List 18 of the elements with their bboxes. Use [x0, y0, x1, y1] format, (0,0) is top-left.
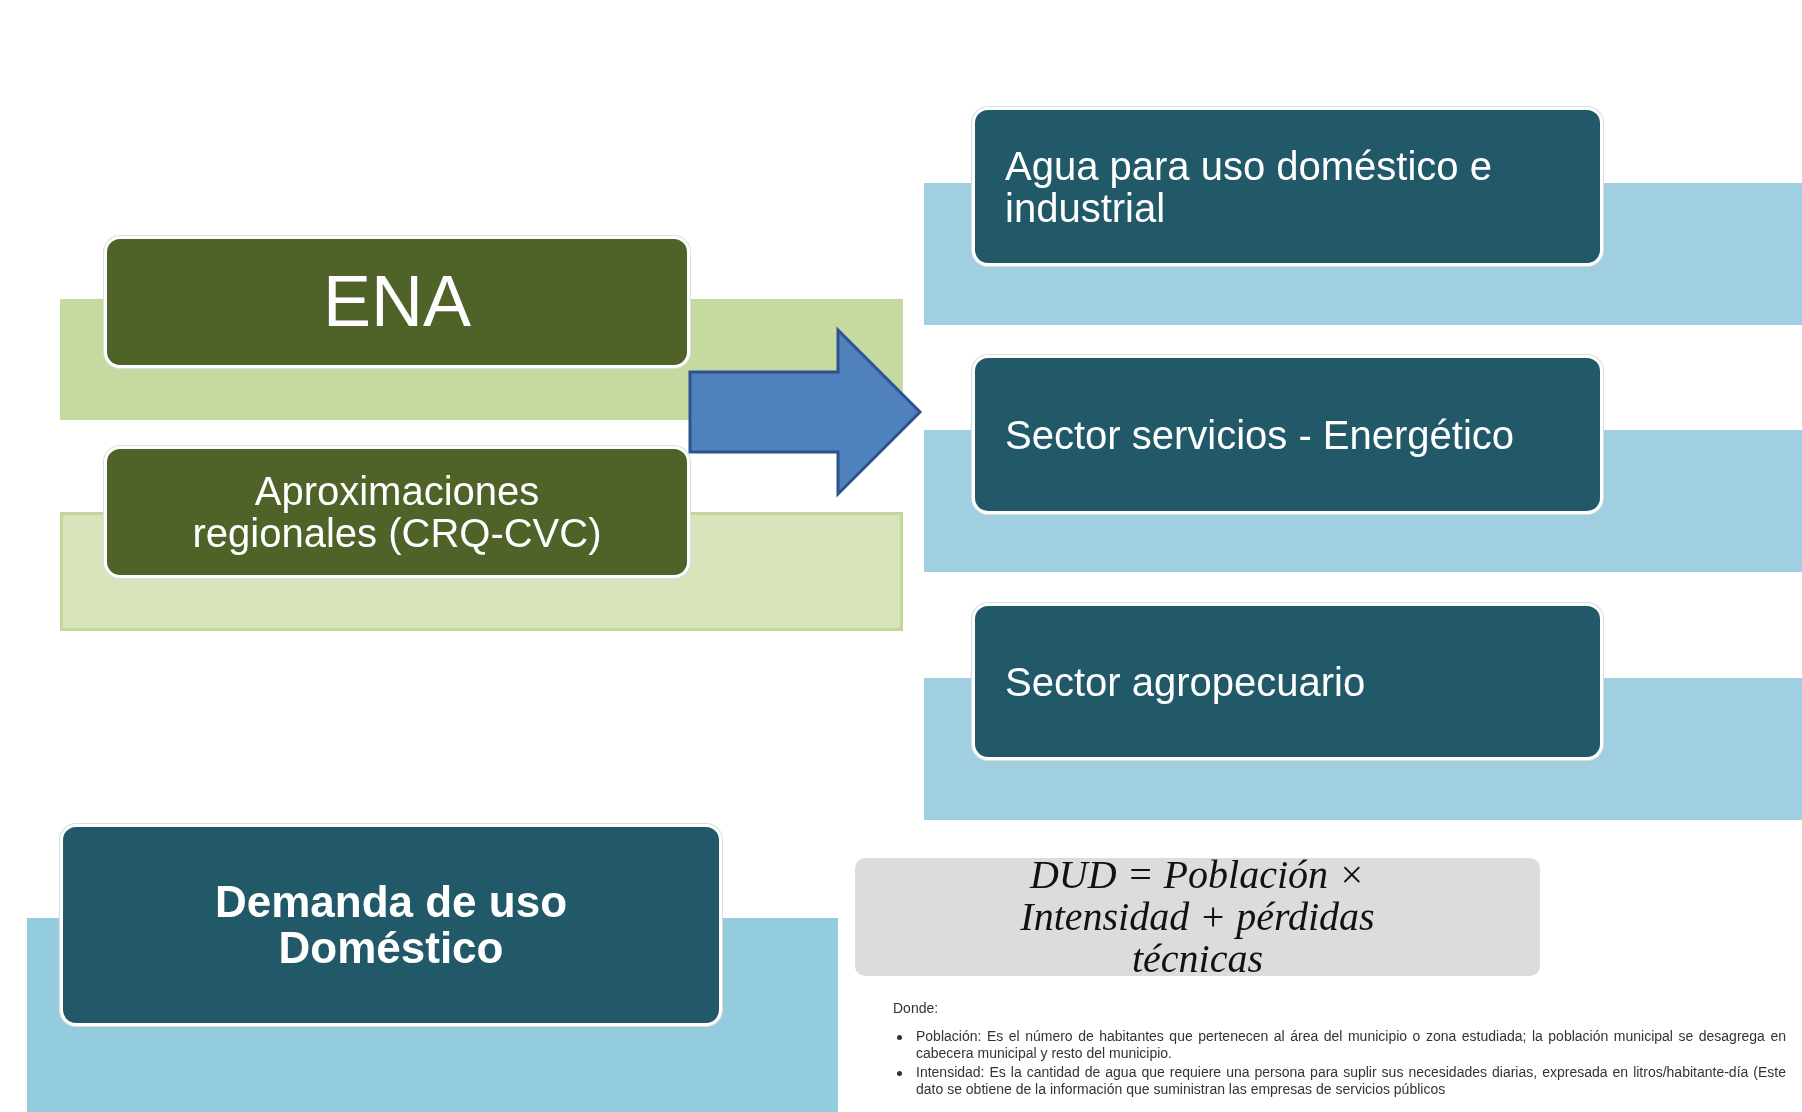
title-box — [104, 236, 690, 368]
heading-box — [60, 824, 722, 1026]
box-text: Sector servicios - Energético — [1005, 413, 1515, 456]
box-text: ENA — [322, 264, 471, 340]
process-box — [104, 446, 690, 578]
formula-box — [855, 858, 1540, 976]
box-text: Demanda de uso Doméstico — [213, 878, 569, 972]
box-text: Sector agropecuario — [1005, 660, 1366, 703]
note-text: Donde: — [893, 1000, 940, 1017]
bullet-text: Intensidad: Es la cantidad de agua que requiere una persona para suplir sus necesidades diarias, expresada en litros/habitante-día (Este dato se obtiene de la información que suministran las empresas de servicios públicos — [916, 1064, 1786, 1098]
process-box — [972, 107, 1603, 266]
box-text: Agua para uso doméstico e industrial — [1005, 144, 1493, 229]
bullet-text: Población: Es el número de habitantes que pertenecen al área del municipio o zona estudiada; la población municipal se desagrega en cabecera municipal y resto del municipio. — [916, 1028, 1786, 1062]
formula-text: DUD = Población × Intensidad + pérdidas técnicas — [1019, 854, 1376, 980]
process-box — [972, 603, 1603, 760]
box-text: Aproximaciones regionales (CRQ-CVC) — [191, 470, 603, 554]
block-arrow — [688, 326, 923, 498]
process-box — [972, 355, 1603, 514]
